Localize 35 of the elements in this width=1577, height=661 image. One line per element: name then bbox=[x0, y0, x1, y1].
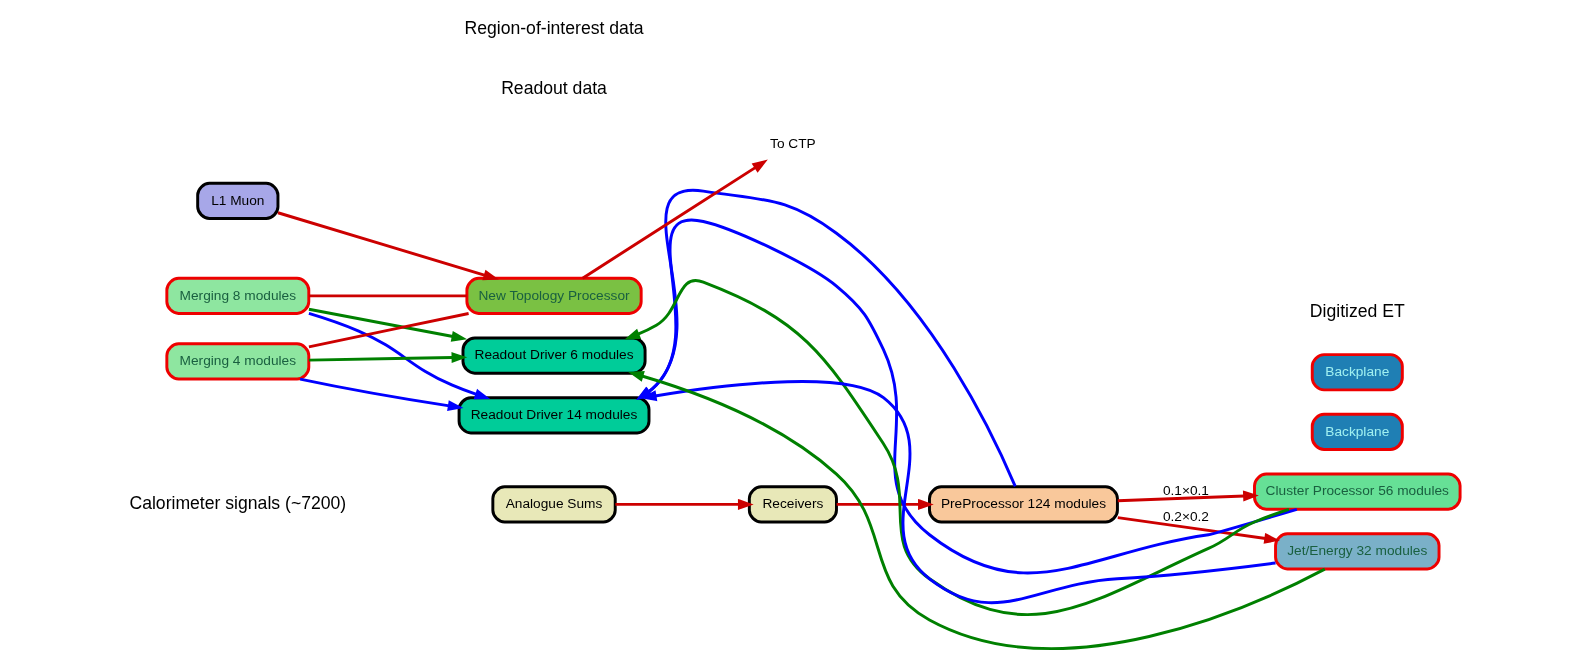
label: Readout data bbox=[501, 77, 607, 98]
label: Calorimeter signals (~7200) bbox=[129, 492, 347, 513]
connector bbox=[308, 294, 467, 298]
arrow bbox=[615, 498, 754, 510]
arrow bbox=[836, 498, 934, 510]
node-box: Jet/Energy 32 modules bbox=[1274, 532, 1441, 571]
arrow bbox=[308, 352, 468, 363]
node-box: Merging 8 modules bbox=[165, 276, 311, 315]
connector bbox=[308, 312, 469, 349]
node-box: PreProcessor 124 modules bbox=[928, 485, 1119, 524]
arrow bbox=[308, 312, 491, 400]
node-box: Backplane bbox=[1310, 353, 1404, 392]
arrow bbox=[299, 377, 464, 412]
node-box: New Topology Processor bbox=[465, 276, 643, 315]
edge-label: 0.2×0.2 bbox=[1162, 509, 1209, 525]
node-box: Merging 4 modules bbox=[165, 342, 311, 381]
edge-label: 0.1×0.1 bbox=[1162, 482, 1209, 498]
node-box: Receivers bbox=[747, 485, 838, 524]
arrow bbox=[628, 371, 1326, 650]
arrow bbox=[640, 380, 1276, 605]
label: Region-of-interest data bbox=[464, 17, 644, 38]
node-box: L1 Muon bbox=[196, 181, 280, 220]
arrow bbox=[624, 279, 1290, 616]
arrow bbox=[1117, 490, 1259, 503]
node-box: Cluster Processor 56 modules bbox=[1253, 472, 1462, 511]
node-box: Backplane bbox=[1310, 412, 1404, 452]
node-text: To CTP bbox=[770, 135, 816, 151]
arrow bbox=[277, 211, 499, 281]
node-box: Analogue Sums bbox=[491, 485, 617, 524]
label: Digitized ET bbox=[1309, 300, 1405, 321]
node-box: Readout Driver 6 modules bbox=[461, 336, 647, 375]
node-box: Readout Driver 14 modules bbox=[457, 396, 651, 435]
arrow bbox=[1117, 516, 1280, 544]
arrow bbox=[581, 159, 768, 280]
arrow bbox=[308, 307, 468, 342]
